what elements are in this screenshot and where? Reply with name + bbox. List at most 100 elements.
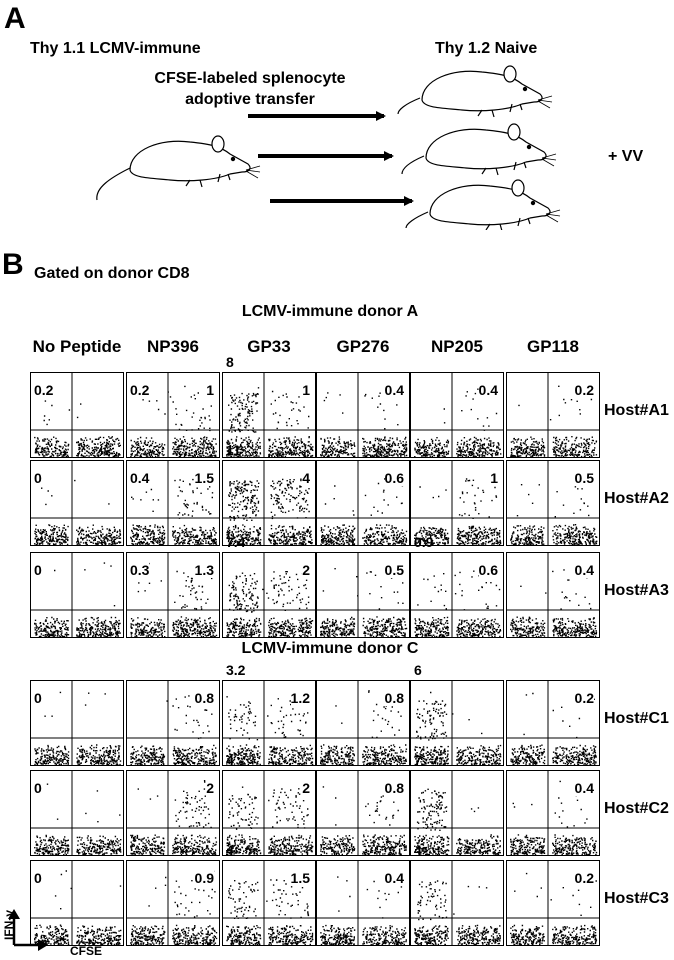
flow-plot: 0 <box>30 552 124 638</box>
transfer-label-line2: adoptive transfer <box>185 91 315 108</box>
quadrant-value-upper-left: 0 <box>34 690 42 706</box>
quadrant-value-upper-right: 0.4 <box>574 780 594 796</box>
quadrant-value-upper-right: 0.5 <box>574 470 594 486</box>
flow-plot-svg <box>126 770 220 856</box>
flow-plot: 4 <box>222 460 316 546</box>
event-dots <box>414 788 501 856</box>
host-label: Host#C1 <box>604 710 669 727</box>
event-dots <box>226 691 314 766</box>
flow-plot: 0.8 <box>126 680 220 766</box>
event-dots <box>320 690 408 766</box>
quadrant-value-upper-right: 1.5 <box>290 870 310 886</box>
quadrant-value-upper-left: 0.4 <box>130 470 150 486</box>
event-dots <box>510 569 598 638</box>
flow-plot: 0.2 <box>506 680 600 766</box>
flow-plot <box>410 680 504 766</box>
flow-plot: 0.9 <box>126 860 220 946</box>
transfer-label-line1: CFSE-labeled splenocyte <box>154 70 346 87</box>
flow-plot-svg <box>410 680 504 766</box>
quadrant-value-above: 6 <box>414 662 422 678</box>
flow-plot-svg <box>222 552 316 638</box>
flow-plot: 0.4 <box>410 372 504 458</box>
event-dots <box>130 780 218 856</box>
quadrant-value-upper-right: 1 <box>206 382 214 398</box>
flow-plot: 1 <box>410 460 504 546</box>
quadrant-value-upper-right: 0.4 <box>384 870 404 886</box>
event-dots <box>320 390 408 458</box>
flow-plot: 0 <box>30 680 124 766</box>
quadrant-value-upper-right: 2 <box>302 562 310 578</box>
flow-plot: 0.8 <box>316 680 410 766</box>
quadrant-value-above: 4 <box>226 752 234 768</box>
flow-plot: 0 <box>30 860 124 946</box>
panel-a-diagram <box>96 65 561 230</box>
y-axis-label-box: IFN-γ <box>2 900 16 940</box>
axis-indicator <box>8 909 48 951</box>
flow-plot-svg <box>222 460 316 546</box>
panel-b-letter: B <box>2 248 24 281</box>
column-header: NP396 <box>147 337 199 356</box>
flow-plot-svg <box>316 680 410 766</box>
column-header: GP276 <box>336 337 390 356</box>
event-dots <box>130 870 218 946</box>
quadrant-value-upper-right: 0.2 <box>574 690 594 706</box>
quadrant-value-upper-right: 0.8 <box>384 780 404 796</box>
column-header: No Peptide <box>32 337 122 356</box>
group-title: LCMV-immune donor A <box>241 303 419 320</box>
flow-plot: 0.6 <box>410 552 504 638</box>
event-dots <box>226 873 314 946</box>
quadrant-value-upper-left: 0 <box>34 470 42 486</box>
quadrant-value-upper-left: 0.2 <box>34 382 54 398</box>
flow-plot: 2 <box>222 770 316 856</box>
quadrant-value-above: 4 <box>414 842 422 858</box>
event-dots <box>34 783 122 856</box>
flow-plot: 0.4 <box>506 552 600 638</box>
flow-plot-svg <box>410 460 504 546</box>
event-dots <box>510 780 598 856</box>
quadrant-value-above: 3.2 <box>226 662 246 678</box>
flow-plot: 0.4 <box>316 372 410 458</box>
host-label: Host#A2 <box>604 490 669 507</box>
quadrant-value-upper-right: 0.8 <box>384 690 404 706</box>
flow-plot-svg <box>410 770 504 856</box>
event-dots <box>510 385 598 458</box>
event-dots <box>320 786 407 856</box>
donor-mouse-icon <box>96 135 261 201</box>
event-dots <box>510 872 598 946</box>
quadrant-value-above: 4 <box>226 842 234 858</box>
infection-label: + VV <box>608 148 644 165</box>
host-mouse-icon <box>401 123 557 176</box>
event-dots <box>130 385 217 458</box>
flow-plot-svg <box>30 460 124 546</box>
event-dots <box>34 479 122 546</box>
flow-plot-svg <box>30 552 124 638</box>
flow-plot-svg <box>222 770 316 856</box>
event-dots <box>414 478 502 546</box>
flow-plot-svg <box>222 680 316 766</box>
quadrant-value-upper-right: 0.6 <box>384 470 404 486</box>
quadrant-value-upper-right: 0.4 <box>384 382 404 398</box>
flow-plot-svg <box>222 372 316 458</box>
flow-plot: 2 <box>126 770 220 856</box>
flow-plot: 0 <box>30 460 124 546</box>
quadrant-value-upper-right: 0.4 <box>574 562 594 578</box>
quadrant-value-upper-right: 1.3 <box>194 562 214 578</box>
event-dots <box>226 470 313 546</box>
event-dots <box>414 880 501 946</box>
quadrant-value-upper-right: 0.9 <box>194 870 214 886</box>
quadrant-value-above: 7 <box>414 752 422 768</box>
quadrant-value-upper-right: 2 <box>206 780 214 796</box>
host-label: Host#A3 <box>604 582 669 599</box>
column-header: NP205 <box>431 337 483 356</box>
flow-plot: 1.5 <box>222 860 316 946</box>
quadrant-value-upper-right: 0.2 <box>574 382 594 398</box>
quadrant-value-upper-right: 1 <box>302 382 310 398</box>
flow-plot-svg <box>410 860 504 946</box>
host-label: Host#A1 <box>604 402 669 419</box>
column-header: GP118 <box>527 337 579 356</box>
column-header: GP33 <box>247 337 291 356</box>
event-dots <box>414 691 502 766</box>
flow-plot-svg <box>30 680 124 766</box>
